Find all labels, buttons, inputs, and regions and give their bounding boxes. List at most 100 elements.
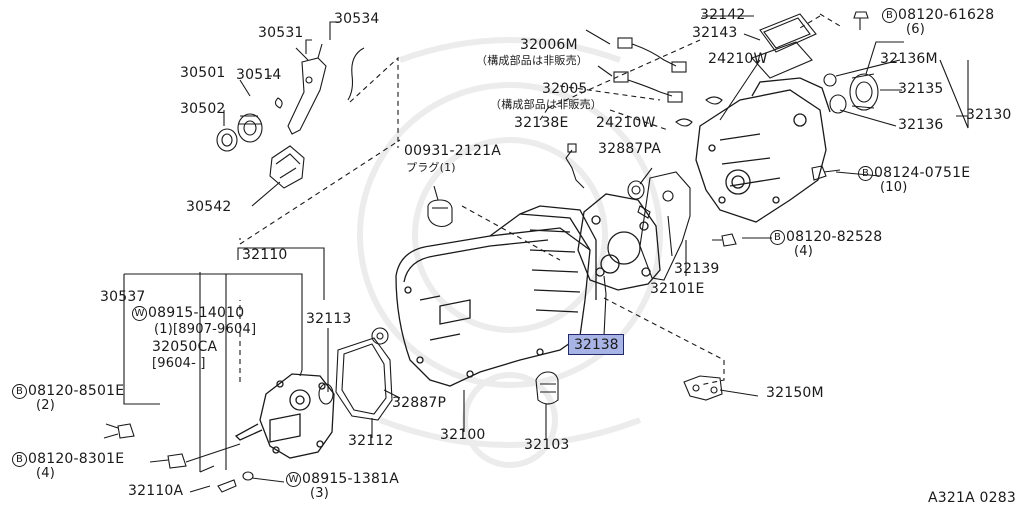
label-30531[interactable]: 30531: [258, 25, 304, 41]
shift-fork-30531: [287, 43, 327, 135]
note-jp-1: （構成部品は非販売）: [476, 54, 588, 67]
gasket-32101e: [639, 171, 691, 281]
label-text: 08120-82528: [786, 229, 883, 245]
bushing-30501: [237, 113, 263, 143]
cover-32142: [759, 13, 817, 53]
bolt-08120-8501e: [105, 423, 135, 439]
bush-32887pa: [627, 180, 651, 219]
seal-30502: [216, 128, 238, 152]
bearing-30542: [269, 145, 305, 189]
bolt-prefix-icon: B: [12, 384, 27, 399]
label-30502[interactable]: 30502: [180, 101, 226, 117]
label-32136m[interactable]: 32136M: [880, 51, 938, 67]
bolt-08124-0751e: [811, 165, 841, 181]
pin-32110a: [199, 465, 237, 493]
mount-32103: [535, 371, 559, 405]
extension-housing-32130: [695, 77, 831, 223]
gasket-32112: [335, 337, 393, 421]
seal-32113: [318, 383, 334, 405]
washer-prefix-icon: W: [286, 472, 301, 487]
seal-32135: [849, 73, 879, 111]
label-32142[interactable]: 32142: [700, 7, 746, 23]
label-30514[interactable]: 30514: [236, 67, 282, 83]
highlight-label: 32138: [574, 337, 619, 353]
bush-32887p: [371, 327, 389, 345]
qty-6: (6): [906, 22, 926, 37]
label-text: 08915-1381A: [302, 471, 399, 487]
label-32103[interactable]: 32103: [524, 437, 570, 453]
washer-08915-1381a: [242, 471, 254, 481]
diagram-id: A321A 0283: [928, 490, 1016, 506]
breather-32138e: [565, 143, 585, 189]
bolt-prefix-icon: B: [858, 166, 873, 181]
spring-30534: [347, 47, 365, 101]
label-32112[interactable]: 32112: [348, 433, 394, 449]
adapter-plate-32138: [577, 193, 661, 291]
note-jp-2: （構成部品は非販売）: [490, 98, 602, 111]
range-9604: [9604- ]: [152, 356, 206, 371]
washer-prefix-icon: W: [132, 306, 147, 321]
qty-2: (2): [36, 398, 56, 413]
label-32006m[interactable]: 32006M: [520, 37, 578, 53]
label-32113[interactable]: 32113: [306, 311, 352, 327]
bolt-08120-8301e: [167, 443, 241, 469]
qty-10: (10): [880, 180, 908, 195]
label-32887p[interactable]: 32887P: [392, 395, 447, 411]
label-24210w-a[interactable]: 24210W: [708, 51, 768, 67]
label-32110[interactable]: 32110: [242, 247, 288, 263]
highlight-32138[interactable]: 32138: [568, 334, 624, 355]
label-text: 08915-14010: [148, 305, 245, 321]
label-30537[interactable]: 30537: [100, 289, 146, 305]
label-32887pa[interactable]: 32887PA: [598, 141, 662, 157]
label-text: 08120-61628: [898, 7, 995, 23]
watermark-emblem: [357, 37, 663, 468]
qty-4a: (4): [794, 244, 814, 259]
bush-32136m: [823, 73, 837, 87]
label-30542[interactable]: 30542: [186, 199, 232, 215]
label-32101e[interactable]: 32101E: [650, 281, 705, 297]
label-30501[interactable]: 30501: [180, 65, 226, 81]
qty-4b: (4): [36, 466, 56, 481]
label-plug: プラグ(1): [406, 161, 456, 174]
label-32138e[interactable]: 32138E: [514, 115, 569, 131]
label-32100[interactable]: 32100: [440, 427, 486, 443]
qty-3: (3): [310, 486, 330, 501]
switch-32005: [613, 71, 683, 103]
plug-00931-2121a: [427, 199, 453, 228]
front-cover-32110: [234, 373, 335, 459]
bolt-prefix-icon: B: [770, 230, 785, 245]
label-32143[interactable]: 32143: [692, 25, 738, 41]
label-00931-2121a[interactable]: 00931-2121A: [404, 143, 501, 159]
label-32139[interactable]: 32139: [674, 261, 720, 277]
label-text: 08120-8301E: [28, 451, 125, 467]
bolt-08120-82528: [712, 233, 737, 247]
clip-30514: [274, 97, 283, 109]
bolt-08120-61628: [853, 11, 869, 30]
label-32005[interactable]: 32005: [542, 81, 588, 97]
bracket-32150m: [683, 375, 723, 401]
qty-1-range: (1)[8907-9604]: [154, 322, 257, 337]
label-30534[interactable]: 30534: [334, 11, 380, 27]
label-32130[interactable]: 32130: [966, 107, 1012, 123]
label-32110a[interactable]: 32110A: [128, 483, 184, 499]
gasket-32143: [751, 41, 813, 79]
transmission-case-32100: [395, 205, 597, 387]
label-text: 08120-8501E: [28, 383, 125, 399]
label-text: 08124-0751E: [874, 165, 971, 181]
clip-24210w: [675, 96, 723, 127]
label-24210w-b[interactable]: 24210W: [596, 115, 656, 131]
label-32135[interactable]: 32135: [898, 81, 944, 97]
bolt-prefix-icon: B: [882, 8, 897, 23]
label-32050ca[interactable]: 32050CA: [152, 339, 218, 355]
label-32136[interactable]: 32136: [898, 117, 944, 133]
label-32150m[interactable]: 32150M: [766, 385, 824, 401]
